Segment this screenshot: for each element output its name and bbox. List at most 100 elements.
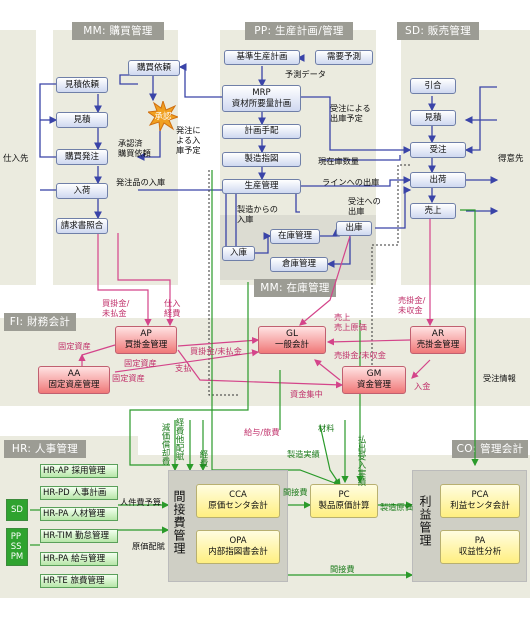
- pp-production-control[interactable]: 生産管理: [222, 179, 301, 194]
- pp-master-production-schedule[interactable]: 基準生産計画: [224, 50, 300, 65]
- label-purchase-cost: 仕入 経費: [164, 298, 181, 318]
- fi-ap-box[interactable]: AP 買掛金管理: [115, 326, 177, 354]
- cca-abbr: CCA: [229, 490, 247, 500]
- mm-goods-receipt[interactable]: 入荷: [56, 183, 108, 199]
- pp-goods-receipt[interactable]: 入庫: [222, 246, 255, 261]
- hr-ap-recruitment[interactable]: HR-AP 採用管理: [40, 464, 118, 478]
- pp-planned-order[interactable]: 計画手配: [222, 124, 301, 139]
- label-cost-alloc: 原価配賦: [132, 541, 165, 551]
- sd-billing[interactable]: 売上: [410, 203, 456, 219]
- label-payment: 支払: [175, 363, 192, 373]
- hr-pd-personnel-planning[interactable]: HR-PD 人事計画: [40, 486, 118, 500]
- label-ar-to-gl: 売掛金/未収金: [334, 350, 386, 360]
- left-tag-sd: SD: [6, 499, 28, 521]
- mm-invoice-verification[interactable]: 請求書照合: [56, 218, 108, 234]
- mm-purchase-order[interactable]: 購買発注: [56, 149, 108, 165]
- label-order-info: 受注情報: [483, 373, 516, 383]
- label-current-stock: 現在庫数量: [318, 156, 359, 166]
- co-pc-box[interactable]: PC 製品原価計算: [310, 484, 378, 518]
- label-receivables: 売掛金/ 未収金: [398, 295, 426, 315]
- hr-te-travel-expense[interactable]: HR-TE 旅費管理: [40, 574, 118, 588]
- pp-mrp[interactable]: MRP 資材所要量計画: [222, 85, 301, 112]
- module-title-pp: PP: 生産計画/管理: [245, 22, 353, 40]
- ap-label: 買掛金管理: [124, 340, 168, 350]
- aa-label: 固定資産管理: [48, 380, 100, 390]
- sd-shipment[interactable]: 出荷: [410, 172, 466, 188]
- label-depreciation: 減価償却費: [160, 423, 170, 466]
- label-indirect-cost: 間接費: [283, 487, 308, 497]
- ar-label: 売掛金管理: [416, 340, 460, 350]
- gl-abbr: GL: [286, 329, 298, 339]
- pp-demand-forecast[interactable]: 需要予測: [315, 50, 373, 65]
- module-title-sd: SD: 販売管理: [397, 22, 479, 40]
- gm-abbr: GM: [366, 369, 382, 379]
- label-fixed-asset-1: 固定資産: [58, 341, 91, 351]
- co-profit-title: 利益管理: [418, 495, 432, 547]
- label-misc-cost: 経費他配賦: [174, 418, 184, 461]
- co-cca-box[interactable]: CCA 原価センタ会計: [196, 484, 280, 518]
- gl-label: 一般会計: [274, 340, 309, 350]
- pp-production-order[interactable]: 製造指図: [222, 152, 301, 167]
- label-issue-for-order: 受注による 出庫予定: [330, 103, 371, 123]
- aa-abbr: AA: [67, 369, 81, 379]
- pc-label: 製品原価計算: [318, 501, 370, 511]
- label-receipt-cash: 入金: [414, 381, 431, 391]
- pca-abbr: PCA: [471, 490, 489, 500]
- hr-pa-talent-management[interactable]: HR-PA 人材管理: [40, 507, 118, 521]
- supplier-band: [0, 30, 36, 285]
- label-fixed-asset-2: 固定資産: [124, 358, 157, 368]
- label-payables: 買掛金/ 未払金: [102, 298, 130, 318]
- co-pca-box[interactable]: PCA 利益センタ会計: [440, 484, 520, 518]
- pp-goods-issue[interactable]: 出庫: [336, 221, 372, 236]
- hr-tim-time-management[interactable]: HR-TIM 勤怠管理: [40, 529, 118, 543]
- opa-abbr: OPA: [229, 536, 247, 546]
- starburst-icon: [148, 101, 178, 131]
- pp-inventory-management[interactable]: 在庫管理: [270, 229, 320, 244]
- pc-abbr: PC: [338, 490, 350, 500]
- co-indirect-cost-title: 間接費管理: [172, 490, 186, 555]
- label-approved-req: 承認済 購買依頼: [118, 138, 151, 158]
- pa-abbr: PA: [474, 536, 486, 546]
- supplier-label: 仕入先: [3, 154, 29, 164]
- module-title-co: CO: 管理会計: [452, 440, 528, 458]
- fi-aa-box[interactable]: AA 固定資産管理: [38, 366, 110, 394]
- label-sales-cost: 売上 売上原価: [334, 312, 367, 332]
- label-issue-for-order2: 受注への 出庫: [348, 196, 381, 216]
- mm-quote-request[interactable]: 見積依頼: [56, 77, 108, 93]
- ar-abbr: AR: [431, 329, 445, 339]
- label-fixed-asset-3: 固定資産: [112, 373, 145, 383]
- label-personnel-cost: 人件費予算: [120, 497, 161, 507]
- label-inbound-receipt: 発注品の入庫: [116, 177, 166, 187]
- pa-label: 収益性分析: [458, 547, 502, 557]
- module-title-mm-inventory: MM: 在庫管理: [254, 279, 336, 297]
- pca-label: 利益センタ会計: [450, 501, 510, 511]
- label-fund-collect: 資金集中: [290, 389, 323, 399]
- co-pa-box[interactable]: PA 収益性分析: [440, 530, 520, 564]
- left-tag-pp-ss-pm: PP SS PM: [6, 528, 28, 566]
- label-material: 材料: [318, 423, 335, 433]
- sd-sales-order[interactable]: 受注: [410, 142, 466, 158]
- sd-inquiry[interactable]: 引合: [410, 78, 456, 94]
- hr-pa-payroll[interactable]: HR-PA 給与管理: [40, 552, 118, 566]
- fi-gm-box[interactable]: GM 資金管理: [342, 366, 406, 394]
- module-title-mm: MM: 購買管理: [72, 22, 164, 40]
- label-ap-to-gl: 買掛金/未払金: [190, 346, 242, 356]
- label-line-issue: ラインへの出庫: [322, 177, 380, 187]
- mm-purchase-requisition[interactable]: 購買依頼: [128, 60, 180, 76]
- fi-gl-box[interactable]: GL 一般会計: [258, 326, 326, 354]
- fi-ar-box[interactable]: AR 売掛金管理: [410, 326, 466, 354]
- label-overhead: 経費: [198, 450, 208, 467]
- label-mfg-cost: 製造原価: [380, 502, 413, 512]
- mm-quote[interactable]: 見積: [56, 112, 108, 128]
- gm-label: 資金管理: [356, 380, 391, 390]
- label-mfg-actual: 製造実績: [287, 449, 320, 459]
- mm-approval-starburst[interactable]: 承認: [148, 101, 178, 131]
- module-title-fi: FI: 財務会計: [4, 313, 76, 331]
- label-inbound-plan: 発注に よる入 庫予定: [176, 125, 201, 155]
- pp-warehouse-management[interactable]: 倉庫管理: [270, 257, 328, 272]
- opa-label: 内部指図書会計: [208, 547, 268, 557]
- co-opa-box[interactable]: OPA 内部指図書会計: [196, 530, 280, 564]
- sd-quote[interactable]: 見積: [410, 110, 456, 126]
- label-from-production: 製造からの 入庫: [237, 204, 278, 224]
